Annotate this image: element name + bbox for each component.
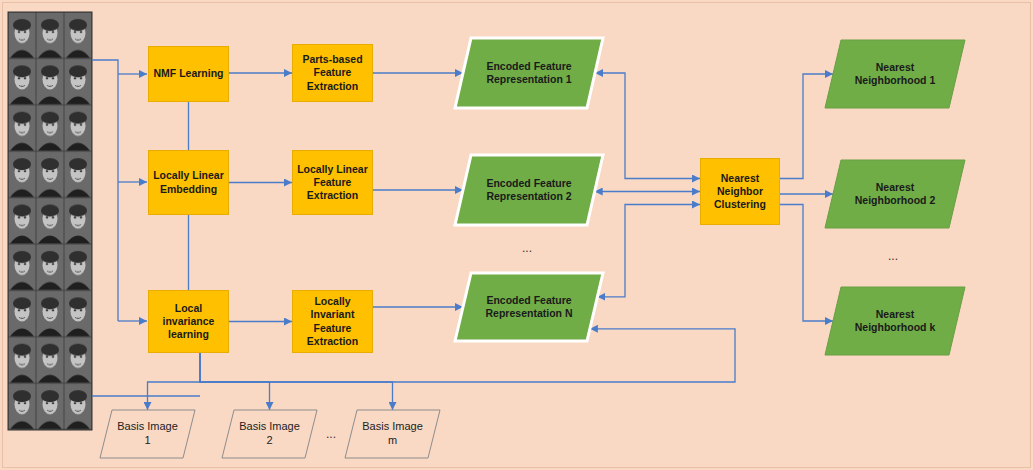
connector <box>373 72 463 73</box>
parallelogram-outline <box>455 273 603 341</box>
output-parallelogram: Basis Image m <box>345 410 440 458</box>
node-label: Basis Image m <box>345 420 440 448</box>
ellipsis-label: ... <box>522 241 532 255</box>
connector <box>373 189 463 190</box>
connector <box>229 321 292 322</box>
node-label: Parts-based Feature Extraction <box>293 53 372 92</box>
connector <box>595 73 700 179</box>
connector <box>229 72 292 73</box>
node-label: Encoded Feature Representation 1 <box>455 60 603 86</box>
parallelogram-outline <box>825 287 965 355</box>
data-parallelogram: Encoded Feature Representation 1 <box>455 38 603 108</box>
node-label: Nearest Neighborhood 2 <box>825 181 965 207</box>
node-label: Encoded Feature Representation N <box>455 294 603 320</box>
process-box: NMF Learning <box>148 46 229 102</box>
node-label: Nearest Neighbor Clustering <box>701 172 779 211</box>
node-label: Basis Image 2 <box>222 420 317 448</box>
connector <box>148 353 201 410</box>
parallelogram-outline <box>825 40 965 108</box>
connector <box>229 182 292 183</box>
connector <box>780 205 833 322</box>
process-box: Nearest Neighbor Clustering <box>700 158 780 225</box>
node-label: Nearest Neighborhood 1 <box>825 61 965 87</box>
node-label: Nearest Neighborhood k <box>825 308 965 334</box>
ellipsis-label: ... <box>888 249 898 263</box>
ellipsis-label: ... <box>326 427 336 441</box>
data-parallelogram: Nearest Neighborhood k <box>825 287 965 355</box>
parallelogram-outline <box>222 410 317 458</box>
connector <box>597 205 700 297</box>
connector <box>780 193 833 194</box>
process-box: Locally Invariant Feature Extraction <box>292 290 373 353</box>
parallelogram-outline <box>455 155 603 225</box>
parallelogram-outline <box>100 410 195 458</box>
node-label: Locally Invariant Feature Extraction <box>293 295 372 348</box>
connector <box>780 74 833 179</box>
node-label: Local invariance learning <box>149 302 228 341</box>
node-label: Encoded Feature Representation 2 <box>455 177 603 203</box>
process-box: Parts-based Feature Extraction <box>292 44 373 102</box>
node-label: Locally Linear Embedding <box>149 169 228 195</box>
node-label: Basis Image 1 <box>100 420 195 448</box>
process-box: Local invariance learning <box>148 290 229 353</box>
data-parallelogram: Nearest Neighborhood 2 <box>825 160 965 228</box>
process-box: Locally Linear Feature Extraction <box>292 150 373 215</box>
connector <box>188 215 189 290</box>
output-parallelogram: Basis Image 1 <box>100 410 195 458</box>
parallelogram-outline <box>455 38 603 108</box>
data-parallelogram: Encoded Feature Representation N <box>455 273 603 341</box>
connector <box>188 102 189 150</box>
process-box: Locally Linear Embedding <box>148 150 229 215</box>
output-parallelogram: Basis Image 2 <box>222 410 317 458</box>
connector <box>373 306 463 307</box>
parallelogram-outline <box>825 160 965 228</box>
parallelogram-outline <box>345 410 440 458</box>
data-parallelogram: Nearest Neighborhood 1 <box>825 40 965 108</box>
connector <box>595 191 700 192</box>
node-label: NMF Learning <box>149 67 228 80</box>
node-label: Locally Linear Feature Extraction <box>293 163 372 202</box>
data-parallelogram: Encoded Feature Representation 2 <box>455 155 603 225</box>
face-grid <box>8 12 92 430</box>
